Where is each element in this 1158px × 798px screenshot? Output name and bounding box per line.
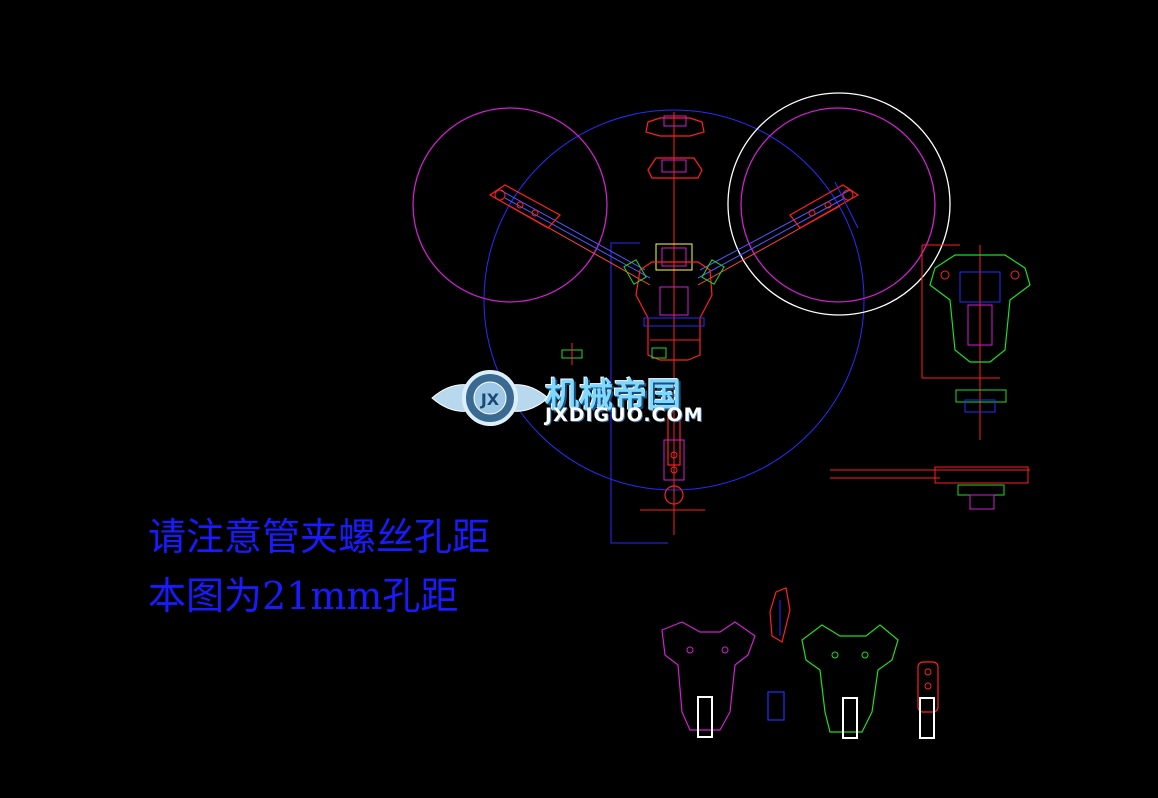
center-frame-body bbox=[623, 243, 725, 361]
tail-boom bbox=[663, 394, 685, 505]
watermark-emblem: JX bbox=[431, 370, 549, 426]
right-prop-circle bbox=[740, 107, 936, 303]
bottom-green-plate bbox=[801, 624, 899, 739]
watermark-chinese-text: 机械帝国 bbox=[545, 376, 681, 416]
bottom-magenta-plate bbox=[661, 621, 756, 738]
right-arm bbox=[697, 181, 860, 286]
watermark-domain-text: JXDIGUO.COM bbox=[545, 404, 704, 426]
bottom-red-arm-part bbox=[917, 661, 939, 739]
small-bracket-left bbox=[561, 343, 583, 365]
left-prop-circle bbox=[412, 107, 608, 303]
right-prop-white-circle bbox=[727, 92, 951, 316]
blue-dimension-frame bbox=[610, 242, 668, 544]
note-line-2: 本图为21mm孔距 bbox=[148, 574, 459, 618]
bottom-red-bracket bbox=[767, 587, 791, 721]
right-side-view bbox=[830, 244, 1031, 510]
emblem-letters: JX bbox=[480, 390, 500, 409]
note-line-1: 请注意管夹螺丝孔距 bbox=[148, 515, 491, 559]
top-camera-mount bbox=[645, 115, 705, 179]
